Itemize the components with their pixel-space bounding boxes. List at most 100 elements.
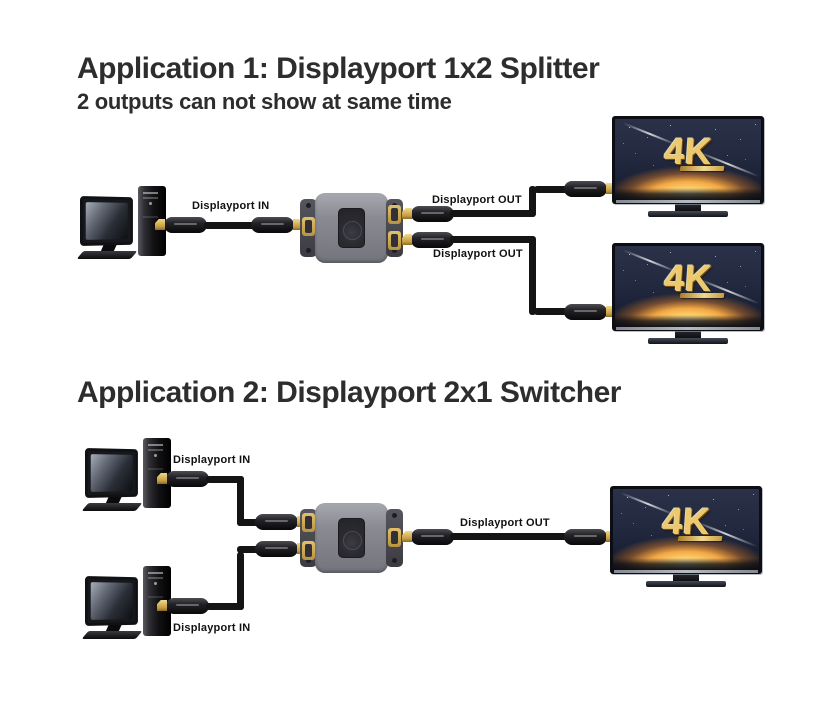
pc-monitor [85, 448, 138, 498]
dp-connector-icon [564, 529, 616, 545]
cable-segment [237, 546, 259, 553]
cable-segment [206, 603, 244, 610]
stars-decoration [615, 119, 616, 120]
pc-monitor [80, 196, 133, 246]
dp-port-in [302, 217, 315, 236]
connector-barrel [251, 217, 294, 233]
tv-screen: 4K [613, 489, 759, 571]
splitter-body [315, 193, 388, 263]
connector-plug [606, 183, 616, 194]
connector-barrel [411, 232, 454, 248]
pc-keyboard [81, 631, 143, 639]
connector-barrel [411, 206, 454, 222]
horizon-water [615, 315, 761, 328]
label-displayport-out-bottom: Displayport OUT [433, 248, 523, 260]
dp-port-out [388, 528, 401, 547]
dp-port-slot [391, 531, 398, 544]
dp-connector-icon [155, 217, 207, 233]
label-displayport-in-bottom: Displayport IN [173, 622, 251, 634]
pc-monitor-screen [90, 582, 133, 620]
dp-switcher-device [300, 503, 403, 573]
cable-segment [450, 236, 534, 243]
dp-connector-icon [157, 598, 209, 614]
tv-4k-icon: 4K [612, 243, 764, 344]
dp-port-in-1 [302, 513, 315, 532]
connector-plug [402, 208, 412, 219]
pc-keyboard [76, 251, 138, 259]
tv-stand-neck [675, 204, 701, 211]
connector-barrel [411, 529, 454, 545]
connector-plug [606, 306, 616, 317]
cable-segment [237, 519, 259, 526]
tv-screen: 4K [615, 119, 761, 201]
app2-title: Application 2: Displayport 2x1 Switcher [77, 376, 621, 409]
tv-bottom-bezel [616, 327, 760, 330]
connector-barrel [255, 514, 298, 530]
tv-frame: 4K [610, 486, 762, 574]
connector-plug [155, 219, 165, 230]
label-displayport-out-top: Displayport OUT [432, 194, 522, 206]
connector-plug [157, 473, 167, 484]
connector-plug [402, 234, 412, 245]
pc-monitor-screen [90, 454, 133, 492]
cable-segment [534, 308, 570, 315]
splitter-knob [338, 208, 365, 248]
pc-keyboard [81, 503, 143, 511]
cable-segment [237, 476, 244, 526]
tv-frame: 4K [612, 243, 764, 331]
tv-4k-icon: 4K [610, 486, 762, 587]
dp-connector-icon [564, 304, 616, 320]
horizon-water [613, 558, 759, 571]
tv-bottom-bezel [614, 570, 758, 573]
dp-port-in-2 [302, 541, 315, 560]
cable-segment [450, 210, 534, 217]
stars-decoration [615, 246, 616, 247]
4k-badge-underline [679, 292, 725, 298]
4k-badge-underline [679, 165, 725, 171]
tv-4k-icon: 4K [612, 116, 764, 217]
cable-segment [529, 186, 536, 217]
pc-monitor-screen [85, 202, 128, 240]
connector-barrel [164, 217, 207, 233]
connector-plug [157, 600, 167, 611]
connector-barrel [255, 541, 298, 557]
dp-port-slot [305, 220, 312, 233]
app1-subtitle: 2 outputs can not show at same time [77, 89, 452, 114]
dp-connector-icon [564, 181, 616, 197]
connector-barrel [564, 304, 607, 320]
tv-stand-base [648, 211, 728, 217]
tv-stand-neck [675, 331, 701, 338]
tv-frame: 4K [612, 116, 764, 204]
dp-splitter-device [300, 193, 403, 263]
dp-port-out-2 [388, 231, 401, 250]
dp-connector-icon [251, 217, 303, 233]
stars-decoration [613, 489, 614, 490]
connector-barrel [166, 598, 209, 614]
cable-segment [450, 533, 570, 540]
connector-plug [402, 531, 412, 542]
dp-connector-icon [402, 232, 454, 248]
label-displayport-in: Displayport IN [192, 200, 270, 212]
switcher-body [315, 503, 388, 573]
tv-bottom-bezel [616, 200, 760, 203]
connector-barrel [166, 471, 209, 487]
app1-title: Application 1: Displayport 1x2 Splitter [77, 52, 600, 85]
connector-plug [293, 219, 303, 230]
dp-connector-icon [157, 471, 209, 487]
cable-segment [534, 186, 570, 193]
cable-segment [237, 552, 244, 610]
connector-barrel [564, 529, 607, 545]
tv-screen: 4K [615, 246, 761, 328]
desktop-computer-icon [76, 184, 166, 260]
4k-badge-underline [677, 535, 723, 541]
pc-monitor [85, 576, 138, 626]
label-displayport-out: Displayport OUT [460, 517, 550, 529]
tv-stand-base [646, 581, 726, 587]
dp-connector-icon [402, 206, 454, 222]
dp-port-slot [391, 234, 398, 247]
label-displayport-in-top: Displayport IN [173, 454, 251, 466]
switcher-knob [338, 518, 365, 558]
cable-segment [206, 476, 244, 483]
tv-stand-base [648, 338, 728, 344]
